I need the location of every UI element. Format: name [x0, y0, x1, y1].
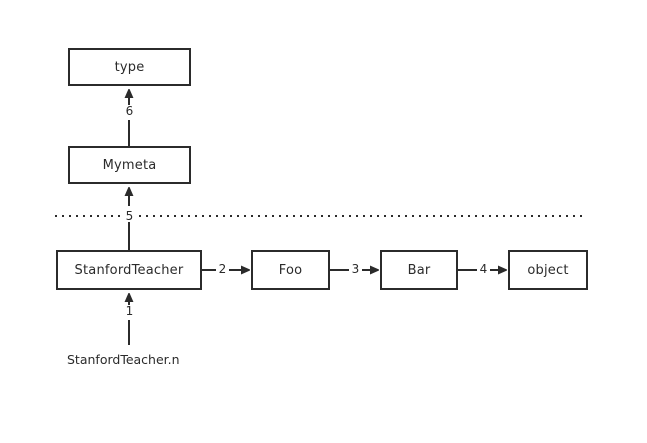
node-mymeta[interactable]: Mymeta: [68, 146, 191, 184]
node-object[interactable]: object: [508, 250, 588, 290]
node-foo[interactable]: Foo: [251, 250, 330, 290]
edge-label-3: 3: [349, 263, 362, 275]
edge-label-6: 6: [123, 105, 136, 117]
node-bar-label: Bar: [407, 262, 431, 278]
edge-label-4: 4: [477, 263, 490, 275]
node-type-label: type: [114, 59, 145, 75]
node-mymeta-label: Mymeta: [102, 157, 157, 173]
node-stanfordteacher-label: StanfordTeacher: [74, 262, 184, 278]
edge-label-2: 2: [216, 263, 229, 275]
edge-label-5: 5: [123, 210, 136, 222]
instance-label: StanfordTeacher.n: [67, 352, 180, 367]
node-foo-label: Foo: [278, 262, 303, 278]
node-object-label: object: [527, 262, 569, 278]
edge-label-1: 1: [123, 305, 136, 317]
node-type[interactable]: type: [68, 48, 191, 86]
node-bar[interactable]: Bar: [380, 250, 458, 290]
node-stanfordteacher[interactable]: StanfordTeacher: [56, 250, 202, 290]
